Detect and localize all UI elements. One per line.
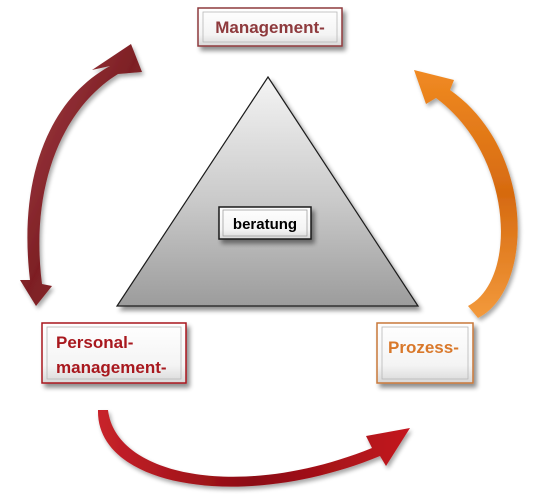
box-personal-line1: Personal- [56,333,133,352]
arrow-management-to-personal [20,44,142,306]
box-prozess-label: Prozess- [388,338,459,357]
center-triangle [115,75,420,307]
box-management-label: Management- [215,18,325,37]
box-beratung-label: beratung [233,216,297,233]
arrow-personal-to-prozess [97,410,410,487]
box-management: Management- [197,7,343,47]
box-personalmanagement: Personal- management- [41,322,187,384]
box-personal-line2: management- [56,358,167,377]
arrow-prozess-to-management [414,70,518,318]
box-prozess: Prozess- [376,322,474,384]
box-beratung: beratung [218,206,312,240]
